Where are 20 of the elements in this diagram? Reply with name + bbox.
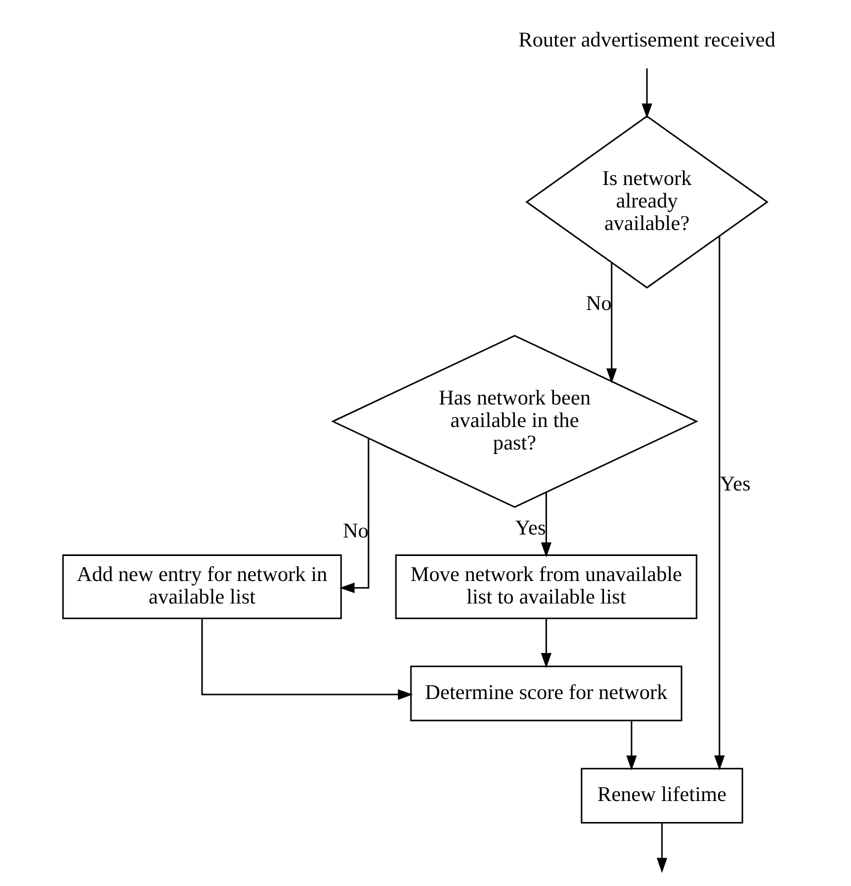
arrow: [606, 262, 616, 384]
edge-label: Yes: [719, 471, 750, 496]
node-box: Add new entry for network in available list: [62, 554, 342, 620]
edge-label: Yes: [514, 516, 546, 540]
node-box: Move network from unavailable list to available list: [394, 554, 697, 620]
arrow: [200, 618, 412, 700]
arrow: [540, 492, 552, 558]
arrow: [714, 236, 724, 770]
node-box: Determine score for network: [410, 666, 682, 722]
node-diamond: Is network already available?: [524, 115, 768, 289]
node-text: Router advertisement received: [518, 28, 775, 52]
arrow: [339, 438, 369, 594]
arrow: [656, 823, 667, 873]
edge-label: No: [342, 518, 368, 542]
arrow: [626, 720, 636, 770]
node-diamond: Has network been available in the past?: [330, 334, 698, 508]
edge-label: No: [585, 291, 612, 316]
node-box: Renew lifetime: [580, 768, 743, 824]
arrow: [641, 68, 652, 119]
arrow: [540, 618, 552, 668]
